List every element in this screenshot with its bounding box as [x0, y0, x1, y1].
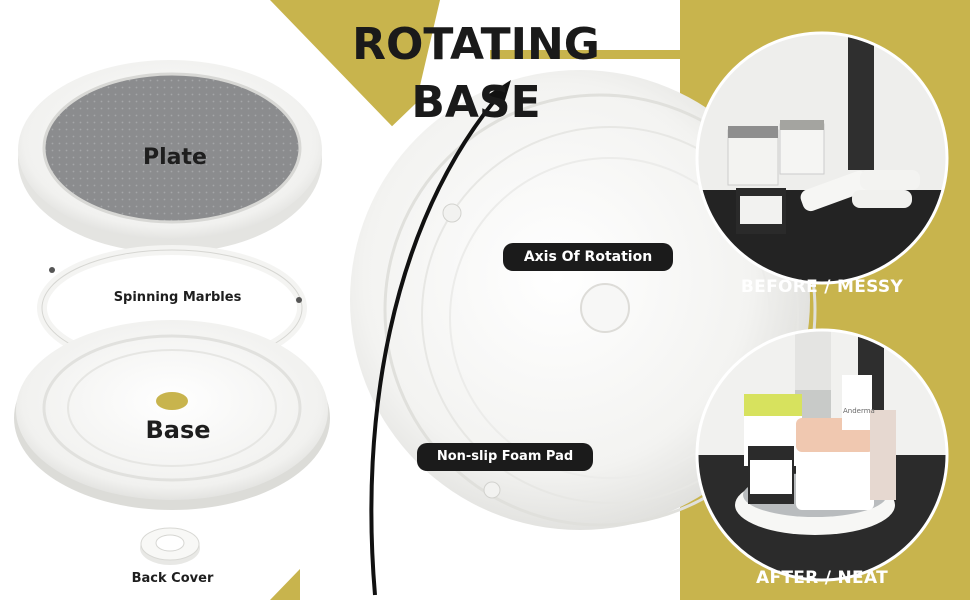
base-image [14, 320, 330, 510]
back-cover-image [140, 527, 200, 565]
chevron-down-icon [166, 14, 194, 42]
back-cover-label: Back Cover [131, 571, 214, 586]
foam-pad-callout: Non-slip Foam Pad [417, 443, 593, 471]
spinning-marbles-label: Spinning Marbles [113, 290, 242, 305]
plate-label: Plate [143, 145, 207, 170]
before-photo [697, 33, 947, 283]
page-title: ROTATING BASE [352, 19, 600, 128]
title-underline [490, 50, 680, 59]
after-caption: AFTER / NEAT [756, 568, 888, 588]
before-caption: BEFORE / MESSY [740, 277, 904, 297]
rotating-base-closeup [350, 70, 817, 530]
plate-image [18, 60, 322, 253]
base-label: Base [145, 416, 211, 444]
curved-arrow-icon [369, 80, 511, 596]
axis-of-rotation-callout: Axis Of Rotation [503, 243, 673, 271]
bottle-label: Anderma [843, 407, 875, 415]
